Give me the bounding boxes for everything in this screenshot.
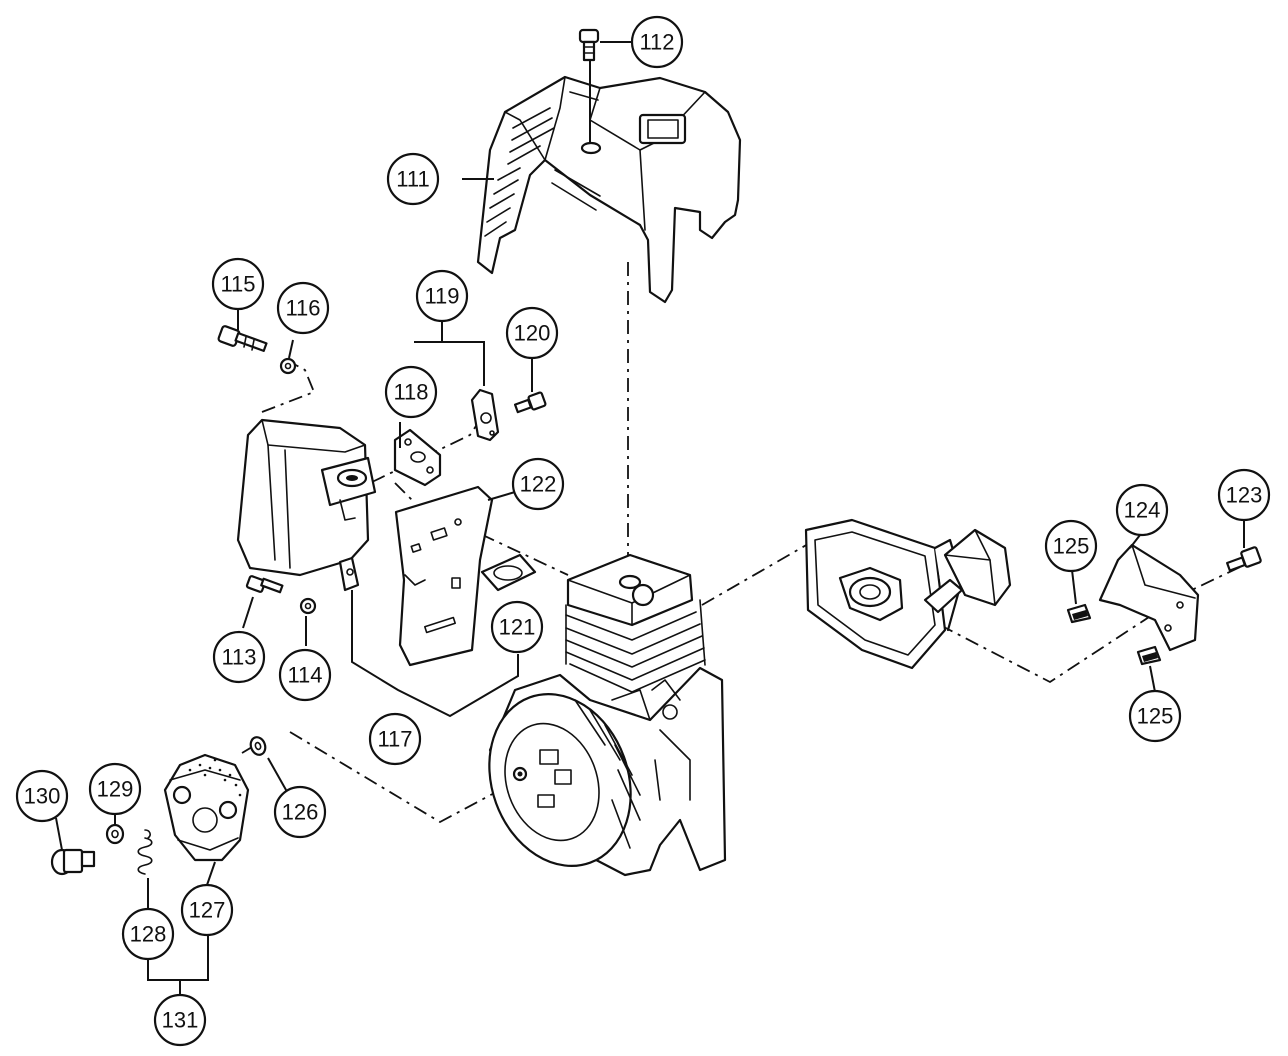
callout-114-label: 114 [287,663,322,688]
bolt-123 [1226,546,1262,572]
callout-125-upper: 125 [1044,519,1098,573]
engine-block [488,553,727,877]
callout-126: 126 [273,785,327,839]
washer-126 [249,736,267,756]
callout-131-label: 131 [162,1008,199,1033]
callout-119-label: 119 [424,284,459,309]
engine-cover [476,75,742,304]
callout-121: 121 [490,600,544,654]
callout-117: 117 [368,712,422,766]
callout-112: 112 [630,15,684,69]
callout-126-label: 126 [282,800,319,825]
callout-129: 129 [88,762,142,816]
callout-129-label: 129 [97,777,134,802]
callout-131: 131 [153,993,207,1047]
gasket-121 [480,553,537,592]
washer-114 [299,597,317,615]
bolt-113 [245,575,284,594]
callout-115: 115 [211,257,265,311]
cover-vent-slots [484,91,601,237]
callout-113: 113 [212,630,266,684]
callout-118: 118 [384,365,438,419]
callout-112-label: 112 [639,30,674,55]
washer-116 [279,357,297,375]
callout-113-label: 113 [221,645,256,670]
callout-124-label: 124 [1124,498,1161,523]
heat-shield-122 [394,485,494,667]
callout-115-label: 115 [220,272,255,297]
callout-124: 124 [1115,483,1169,537]
pad-125-lower [1136,645,1162,666]
callout-116: 116 [276,281,330,335]
callout-128: 128 [121,907,175,961]
callout-130: 130 [15,769,69,823]
callout-116-label: 116 [285,296,320,321]
recoil-starter [804,518,1012,670]
bolt-115 [217,325,268,352]
screw-120 [513,391,547,414]
clutch-lining-dots [188,758,242,797]
callout-122: 122 [511,457,565,511]
callout-111-label: 111 [396,167,429,192]
callout-123: 123 [1217,468,1271,522]
bracket-124 [1098,543,1200,652]
spring-128 [137,829,153,875]
pad-125-upper [1066,603,1092,624]
callout-118-label: 118 [393,380,428,405]
callout-114: 114 [278,648,332,702]
bracket-119 [470,388,500,442]
callout-128-label: 128 [130,922,167,947]
bolt-130 [50,848,96,876]
callout-122-label: 122 [520,472,557,497]
muffler [236,418,377,592]
callout-127: 127 [180,883,234,937]
callout-111: 111 [386,152,440,206]
callout-125-upper-label: 125 [1053,534,1090,559]
washer-129 [105,823,125,845]
callout-127-label: 127 [189,898,226,923]
callout-117-label: 117 [377,727,412,752]
callout-120: 120 [505,306,559,360]
callout-121-label: 121 [499,615,536,640]
callout-123-label: 123 [1226,483,1263,508]
cover-screw [578,28,600,62]
callout-119: 119 [415,269,469,323]
callout-125-lower: 125 [1128,689,1182,743]
gasket-118 [393,428,442,487]
callout-125-lower-label: 125 [1137,704,1174,729]
callout-120-label: 120 [514,321,551,346]
clutch-127 [163,753,250,862]
callout-130-label: 130 [24,784,61,809]
callout-leaders [55,41,1245,995]
